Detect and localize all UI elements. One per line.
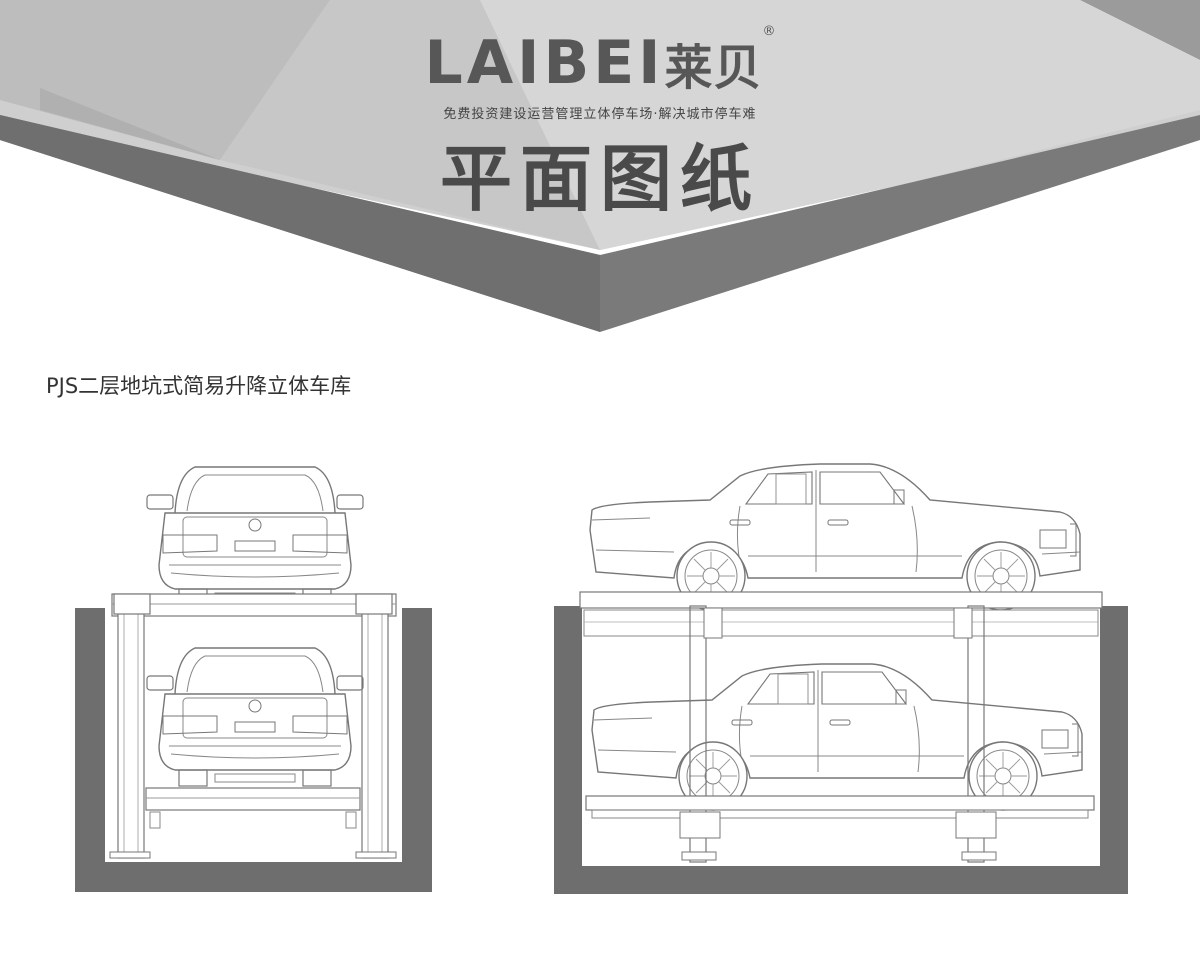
section-subtitle: PJS二层地坑式简易升降立体车库 xyxy=(46,374,352,398)
page-title: 平面图纸 xyxy=(439,137,760,221)
side-elevation-drawing xyxy=(554,463,1128,894)
slogan: 免费投资建设运营管理立体停车场·解决城市停车难 xyxy=(443,107,757,122)
logo-text: LAIBEI xyxy=(424,28,665,98)
registered-mark: ® xyxy=(762,24,776,39)
technical-drawing xyxy=(75,463,1128,894)
header-banner xyxy=(0,0,1200,332)
brand-logo: LAIBEI莱贝® xyxy=(0,24,1200,98)
front-elevation-drawing xyxy=(75,466,432,892)
logo-chinese: 莱贝 xyxy=(664,40,763,96)
